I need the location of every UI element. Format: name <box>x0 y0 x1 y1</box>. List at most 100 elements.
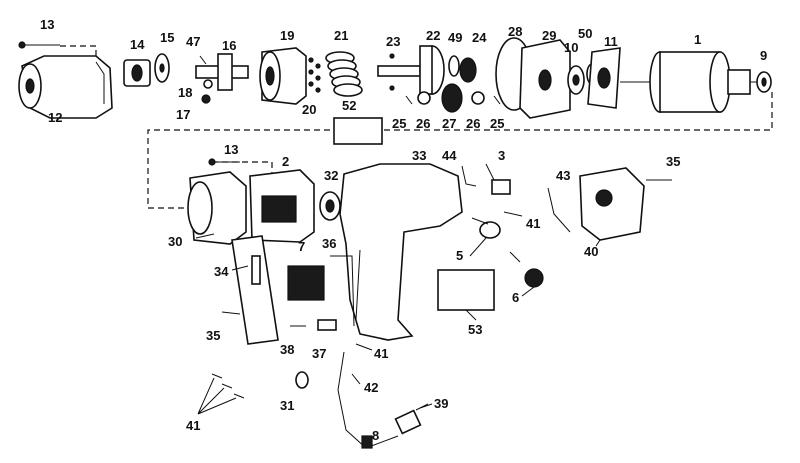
label-13-mid: 13 <box>224 142 238 157</box>
label-17: 17 <box>176 107 190 122</box>
label-40: 40 <box>584 244 598 259</box>
label-47: 47 <box>186 34 200 49</box>
label-37: 37 <box>312 346 326 361</box>
label-33: 33 <box>412 148 426 163</box>
label-34: 34 <box>214 264 229 279</box>
part-47-pin <box>199 55 207 65</box>
part-11-baffle-plate <box>587 47 621 109</box>
callout-leaders <box>195 233 601 409</box>
label-42: 42 <box>364 380 378 395</box>
label-22: 22 <box>426 28 440 43</box>
part-25-pin-right <box>493 95 501 105</box>
label-41-group: 41 <box>186 418 200 433</box>
label-36: 36 <box>322 236 336 251</box>
part-3-brush-holder <box>485 163 511 195</box>
part-5-brush-assembly <box>471 217 501 239</box>
label-19: 19 <box>280 28 294 43</box>
part-13-screw-mid <box>208 158 240 166</box>
label-16: 16 <box>222 38 236 53</box>
part-19-hammer-case <box>259 47 307 105</box>
label-26-right: 26 <box>466 116 480 131</box>
part-21-spring <box>325 51 363 97</box>
label-29: 29 <box>542 28 556 43</box>
part-37-cord-clamp <box>317 319 337 331</box>
part-9-bearing <box>756 71 772 93</box>
part-33-handle-housing <box>339 163 463 341</box>
label-21: 21 <box>334 28 348 43</box>
assembly-path-top <box>60 45 97 62</box>
label-18: 18 <box>178 85 192 100</box>
part-44-pin <box>461 165 477 187</box>
label-11: 11 <box>604 34 618 49</box>
label-25-left: 25 <box>392 116 406 131</box>
label-6: 6 <box>512 290 519 305</box>
label-41-mid: 41 <box>526 216 540 231</box>
part-26-gear-right <box>471 91 485 105</box>
label-25-right: 25 <box>490 116 504 131</box>
label-28: 28 <box>508 24 522 39</box>
part-42-cord <box>337 351 399 449</box>
label-9: 9 <box>760 48 767 63</box>
label-24: 24 <box>472 30 487 45</box>
label-30: 30 <box>168 234 182 249</box>
part-52-label <box>333 117 383 145</box>
part-20-balls <box>308 57 321 93</box>
label-49: 49 <box>448 30 462 45</box>
label-1: 1 <box>694 32 701 47</box>
label-5: 5 <box>456 248 463 263</box>
part-14-bushing <box>123 59 151 87</box>
part-30-motor-housing <box>187 171 247 245</box>
label-13-top: 13 <box>40 17 54 32</box>
part-10-bearing <box>567 65 585 95</box>
part-24-gear <box>459 57 477 83</box>
label-2: 2 <box>282 154 289 169</box>
label-50: 50 <box>578 26 592 41</box>
part-31-grommet <box>295 371 309 389</box>
part-17-o-ring <box>201 94 211 104</box>
part-49-washer <box>448 55 460 77</box>
part-15-washer <box>154 53 170 83</box>
part-36-switch-bracket <box>330 255 355 327</box>
label-39: 39 <box>434 396 448 411</box>
part-16-anvil <box>195 53 249 91</box>
label-43: 43 <box>556 168 570 183</box>
part-7-switch <box>287 265 325 301</box>
part-6-brush-cap <box>509 251 544 288</box>
part-18-ring <box>203 79 213 89</box>
part-40-end-cap <box>579 167 645 241</box>
label-26-left: 26 <box>416 116 430 131</box>
part-53-label <box>437 269 495 311</box>
label-53: 53 <box>468 322 482 337</box>
part-27-ring-gear <box>441 83 463 113</box>
part-39-plug <box>394 403 429 435</box>
label-52: 52 <box>342 98 356 113</box>
part-26-gear-left <box>417 91 431 105</box>
part-41-screw-lower <box>355 343 373 351</box>
label-44: 44 <box>442 148 457 163</box>
label-41-lower: 41 <box>374 346 388 361</box>
label-10: 10 <box>564 40 578 55</box>
part-29-gear-case <box>519 39 571 119</box>
part-43-bracket <box>547 187 571 233</box>
part-13-screw-top <box>18 41 60 49</box>
part-2-field-assembly <box>249 169 315 243</box>
part-41-screw-mid <box>503 211 523 217</box>
part-32-bearing <box>319 191 341 221</box>
part-22-planet-carrier <box>419 45 445 95</box>
label-38: 38 <box>280 342 294 357</box>
label-15: 15 <box>160 30 174 45</box>
part-35-screw-left <box>221 311 241 315</box>
part-34-handle-cover <box>231 235 279 345</box>
assembly-path-main <box>147 92 773 209</box>
label-7: 7 <box>298 239 305 254</box>
part-41-screws-group <box>197 373 245 415</box>
part-1-armature <box>620 51 768 113</box>
label-20: 20 <box>302 102 316 117</box>
label-23: 23 <box>386 34 400 49</box>
part-25-pin-left <box>405 95 413 105</box>
part-23-spindle <box>377 53 425 91</box>
part-12-anvil-housing <box>18 55 113 119</box>
part-8-strain-relief <box>361 435 373 449</box>
label-12: 12 <box>48 110 62 125</box>
